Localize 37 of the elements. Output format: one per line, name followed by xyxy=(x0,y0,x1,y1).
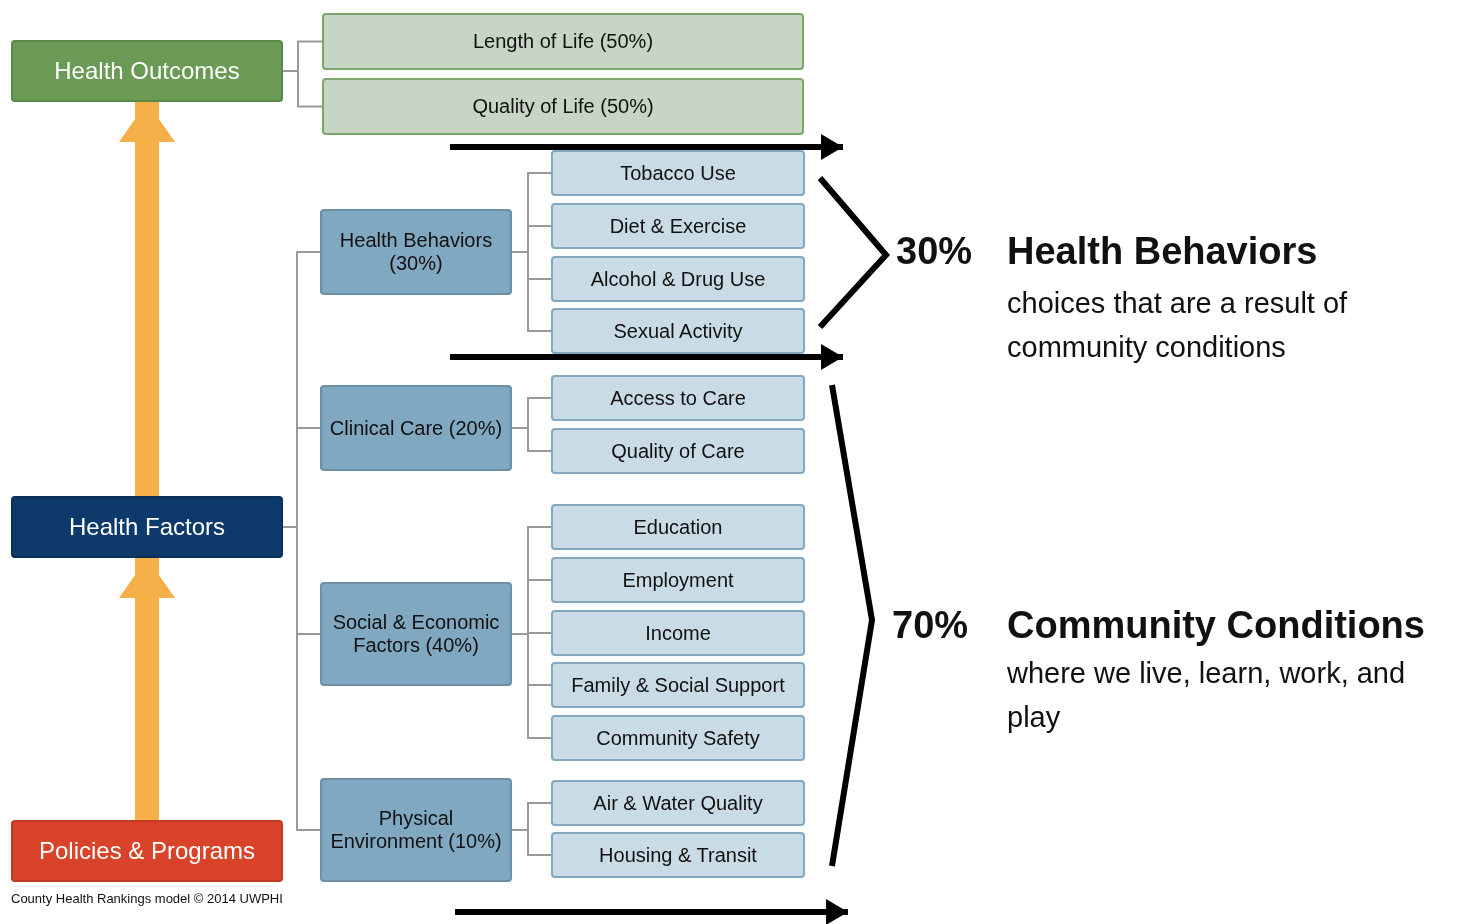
policy-box: Policies & Programs xyxy=(11,820,283,882)
outcome-measure-box: Length of Life (50%) xyxy=(322,13,804,70)
factor-box: Sexual Activity xyxy=(551,308,805,354)
category-box: Clinical Care (20%) xyxy=(320,385,512,471)
factor-box: Tobacco Use xyxy=(551,150,805,196)
factor-box: Community Safety xyxy=(551,715,805,761)
description-text: choices that are a result of community conditions xyxy=(1007,286,1349,365)
factors-box: Health Factors xyxy=(11,496,283,558)
factor-box: Alcohol & Drug Use xyxy=(551,256,805,302)
description-text: where we live, learn, work, and play xyxy=(1007,656,1407,735)
factor-box: Family & Social Support xyxy=(551,662,805,708)
factor-box: Diet & Exercise xyxy=(551,203,805,249)
category-box: Social & Economic Factors (40%) xyxy=(320,582,512,686)
connector-line xyxy=(282,70,323,108)
heading-label: Community Conditions xyxy=(1007,604,1425,647)
factor-box: Employment xyxy=(551,557,805,603)
connector-line xyxy=(511,829,552,856)
connector-line xyxy=(511,427,552,452)
heading-label: Health Behaviors xyxy=(1007,230,1318,273)
factor-box: Income xyxy=(551,610,805,656)
outcome-box: Health Outcomes xyxy=(11,40,283,102)
category-box: Physical Environment (10%) xyxy=(320,778,512,882)
factor-box: Air & Water Quality xyxy=(551,780,805,826)
factor-box: Quality of Care xyxy=(551,428,805,474)
factor-box: Housing & Transit xyxy=(551,832,805,878)
category-box: Health Behaviors (30%) xyxy=(320,209,512,295)
thick-arrow xyxy=(119,102,175,496)
connector-line xyxy=(282,526,321,831)
factor-box: Access to Care xyxy=(551,375,805,421)
factor-box: Education xyxy=(551,504,805,550)
caption: County Health Rankings model © 2014 UWPHI xyxy=(11,891,283,906)
connector-line xyxy=(511,633,552,739)
thick-arrow xyxy=(119,558,175,820)
percent-label: 70% xyxy=(892,604,969,647)
outcome-measure-box: Quality of Life (50%) xyxy=(322,78,804,135)
connector-line xyxy=(511,251,552,332)
percent-label: 30% xyxy=(896,230,973,273)
